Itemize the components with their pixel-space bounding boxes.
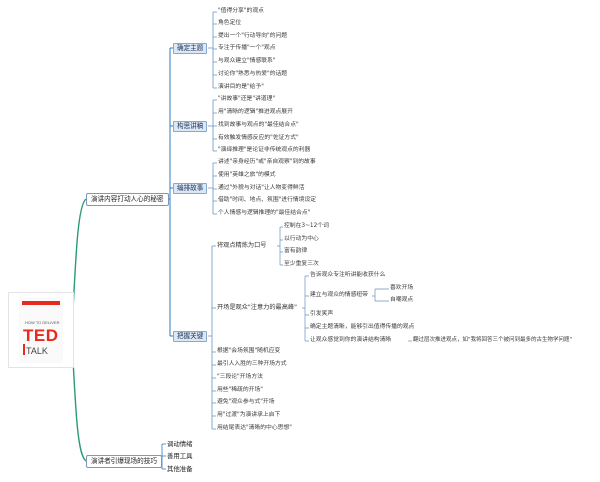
root-to-branch-2 (71, 339, 87, 462)
list-item[interactable]: 演讲目的是"给予" (218, 84, 264, 90)
cover-talk: TALK (26, 346, 48, 356)
branch-content-secrets[interactable]: 演讲内容打动人心的秘密 (86, 193, 169, 206)
slogan-node[interactable]: 将观点精炼为口号 (217, 242, 267, 249)
branch1-trunk (163, 48, 171, 336)
opening-node[interactable]: 开场是观众"注意力的最高峰" (217, 304, 297, 311)
list-item[interactable]: 个人情感与逻辑推理的"最佳结合点" (218, 210, 311, 216)
structure-node[interactable]: 让观众感觉到你的演讲结构清晰 (310, 337, 392, 343)
list-item[interactable]: 避免"观众参与式"开场 (217, 399, 275, 405)
emotion-node[interactable]: 建立与观众的情感纽带 (310, 292, 368, 298)
root-to-branch-1 (71, 198, 87, 331)
cover-subtitle: HOW TO DELIVER (25, 320, 60, 325)
list-item[interactable]: 使用"英雄之旅"的模式 (218, 172, 276, 178)
list-item[interactable]: "值得分享"的观点 (218, 8, 264, 14)
list-item[interactable]: 善用工具 (167, 452, 193, 460)
list-item[interactable]: "讲故事"还是"讲道理" (218, 96, 276, 102)
list-item[interactable]: 确定主题清晰，能够引出值得传播的观点 (310, 324, 415, 330)
list-item[interactable]: 告诉观众专注听讲能收获什么 (310, 272, 386, 278)
section-topic[interactable]: 确定主题 (173, 43, 208, 54)
list-item[interactable]: 提出一个"行动导向"的问题 (218, 33, 288, 39)
list-item[interactable]: 借助"时间、地点、氛围"进行情境设定 (218, 197, 317, 203)
list-item[interactable]: 自嘲观点 (390, 297, 414, 303)
list-item[interactable]: 与观众建立"情感联系" (218, 58, 276, 64)
list-item[interactable]: 用"清晰的逻辑"推进观点展开 (218, 109, 293, 115)
list-item[interactable]: 专注于传播"一个"观点 (218, 45, 276, 51)
list-item[interactable]: 找到故事与观点的"最佳结合点" (218, 122, 299, 128)
list-item[interactable]: 角色定位 (218, 20, 242, 26)
list-item[interactable]: "三段论"开场方法 (217, 374, 263, 380)
section-draft[interactable]: 构思讲稿 (173, 121, 208, 132)
list-item[interactable]: 用结尾表达"清晰的中心思想" (217, 425, 292, 431)
cover-background (19, 297, 63, 363)
list-item[interactable]: 至少重复三次 (284, 261, 319, 267)
list-item[interactable]: 有效触发情感反应的"佐证方式" (218, 135, 299, 141)
section-key[interactable]: 把握关键 (173, 331, 208, 342)
list-item[interactable]: 调动情绪 (167, 440, 193, 448)
list-item[interactable]: 喜欢开场 (390, 285, 414, 291)
list-item[interactable]: 控制在3~12个词 (284, 223, 329, 229)
list-item[interactable]: 用"过渡"为演讲承上启下 (217, 412, 281, 418)
cover-red-hook (23, 344, 25, 355)
cover-red-bar (22, 301, 60, 305)
list-item[interactable]: 其他准备 (167, 465, 193, 473)
root-book-cover[interactable]: HOW TO DELIVER TED TALK (8, 292, 74, 368)
list-item[interactable]: "演绎推理"是论证非传统观点的利器 (218, 147, 311, 153)
list-item[interactable]: 用些"稀疏的开场" (217, 387, 263, 393)
list-item[interactable]: 最引人入胜的三种开场方式 (217, 361, 287, 367)
list-item[interactable]: 讨论你"熟悉与热爱"的话题 (218, 71, 288, 77)
cover-ted-logo: TED (23, 326, 59, 345)
section-story[interactable]: 编排故事 (173, 183, 208, 194)
list-item[interactable]: 以行动为中心 (284, 236, 319, 242)
list-item[interactable]: 引发笑声 (310, 311, 334, 317)
list-item[interactable]: 富有韵律 (284, 248, 308, 254)
list-item[interactable]: 根据"会场氛围"随机应变 (217, 348, 281, 354)
structure-note[interactable]: 翻过层次推进观点，如"我将回答三个被问到最多的古生物学问题" (413, 337, 573, 343)
list-item[interactable]: 通过"外貌与对话"让人物变得鲜活 (218, 185, 305, 191)
branch-delivery-skills[interactable]: 演讲者引爆现场的技巧 (86, 455, 162, 468)
list-item[interactable]: 讲述"亲身经历"或"亲自观察"到的故事 (218, 159, 316, 165)
